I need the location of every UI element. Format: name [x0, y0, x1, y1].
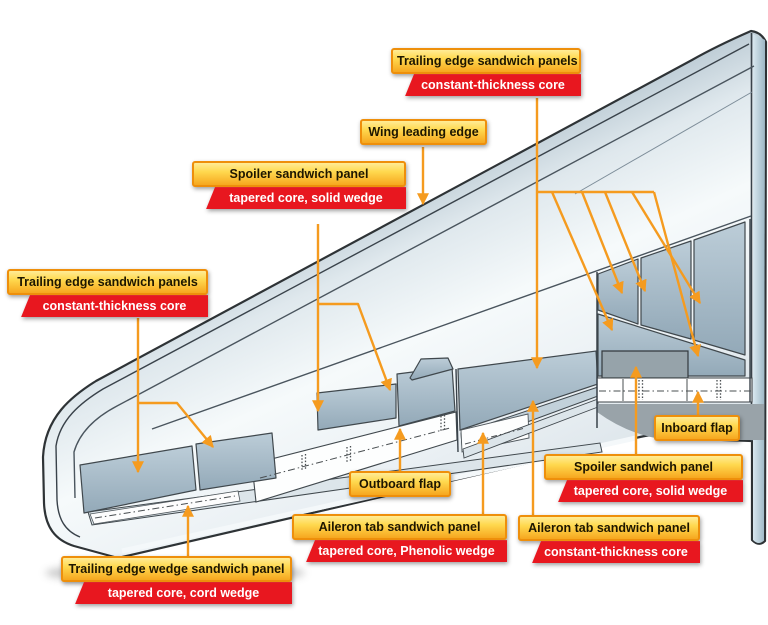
te-wedge-white-section — [89, 490, 241, 525]
callout-title: Spoiler sandwich panel — [192, 161, 406, 188]
callout-title: Outboard flap — [349, 471, 451, 498]
callout-inboard-flap: Inboard flap — [654, 415, 740, 442]
callout-subtitle: tapered core, solid wedge — [206, 187, 406, 210]
front-spar-line — [73, 65, 755, 499]
callout-subtitle: tapered core, cord wedge — [75, 582, 292, 605]
flap-track-fairing — [409, 357, 454, 381]
arrow-te-left-branch — [138, 401, 214, 448]
te-panel — [79, 445, 197, 514]
callout-subtitle: tapered core, Phenolic wedge — [306, 540, 507, 563]
hinge-centerline — [259, 427, 451, 479]
inboard-spoiler-panel — [693, 221, 746, 356]
callout-spoiler-right: Spoiler sandwich panel tapered core, sol… — [544, 454, 743, 503]
callout-arrows — [132, 98, 704, 557]
callout-te-wedge: Trailing edge wedge sandwich panel taper… — [61, 556, 292, 605]
callout-title: Spoiler sandwich panel — [544, 454, 743, 481]
arrow-top-te-fan — [630, 191, 702, 305]
arrow-top-te-fan — [603, 191, 647, 293]
hinge-centerline — [94, 495, 236, 519]
flap-aileron-divider — [455, 368, 459, 453]
arrow-top-te-fan — [550, 191, 614, 332]
rear-spar-line — [151, 215, 752, 430]
callout-aileron-phenolic: Aileron tab sandwich panel tapered core,… — [292, 514, 507, 563]
callout-title: Trailing edge sandwich panels — [391, 48, 581, 75]
callout-wing-leading-edge: Wing leading edge — [360, 119, 487, 146]
callout-title: Aileron tab sandwich panel — [518, 515, 700, 542]
te-panel — [195, 432, 277, 491]
inboard-spoiler-panel — [640, 240, 692, 340]
hinge-centerline — [464, 427, 526, 445]
callout-subtitle: constant-thickness core — [21, 295, 208, 318]
callout-subtitle: constant-thickness core — [405, 74, 581, 97]
arrow-spoiler-left-branch — [318, 302, 392, 392]
arrow-top-te-fan — [580, 191, 624, 295]
root-edge-strip — [753, 34, 765, 543]
callout-title: Trailing edge wedge sandwich panel — [61, 556, 292, 583]
callout-trailing-edge-left: Trailing edge sandwich panels constant-t… — [7, 269, 208, 318]
callout-title: Trailing edge sandwich panels — [7, 269, 208, 296]
root-skin-joint-line — [574, 91, 753, 195]
callout-outboard-flap: Outboard flap — [349, 471, 451, 498]
callout-title: Wing leading edge — [360, 119, 487, 146]
inboard-flap-panel — [596, 377, 753, 403]
callout-spoiler-left: Spoiler sandwich panel tapered core, sol… — [192, 161, 406, 210]
arrow-top-te-fan — [652, 191, 701, 358]
leading-edge-inner-line — [55, 43, 750, 538]
callout-subtitle: tapered core, solid wedge — [558, 480, 743, 503]
wing-body — [41, 29, 768, 560]
callout-aileron-right: Aileron tab sandwich panel constant-thic… — [518, 515, 700, 564]
callout-trailing-edge-top: Trailing edge sandwich panels constant-t… — [391, 48, 581, 97]
spoiler-panel-outboard — [316, 383, 397, 431]
callout-subtitle: constant-thickness core — [532, 541, 700, 564]
callout-title: Inboard flap — [654, 415, 740, 442]
callout-title: Aileron tab sandwich panel — [292, 514, 507, 541]
inboard-spoiler-solid-wedge-panel — [601, 350, 689, 379]
